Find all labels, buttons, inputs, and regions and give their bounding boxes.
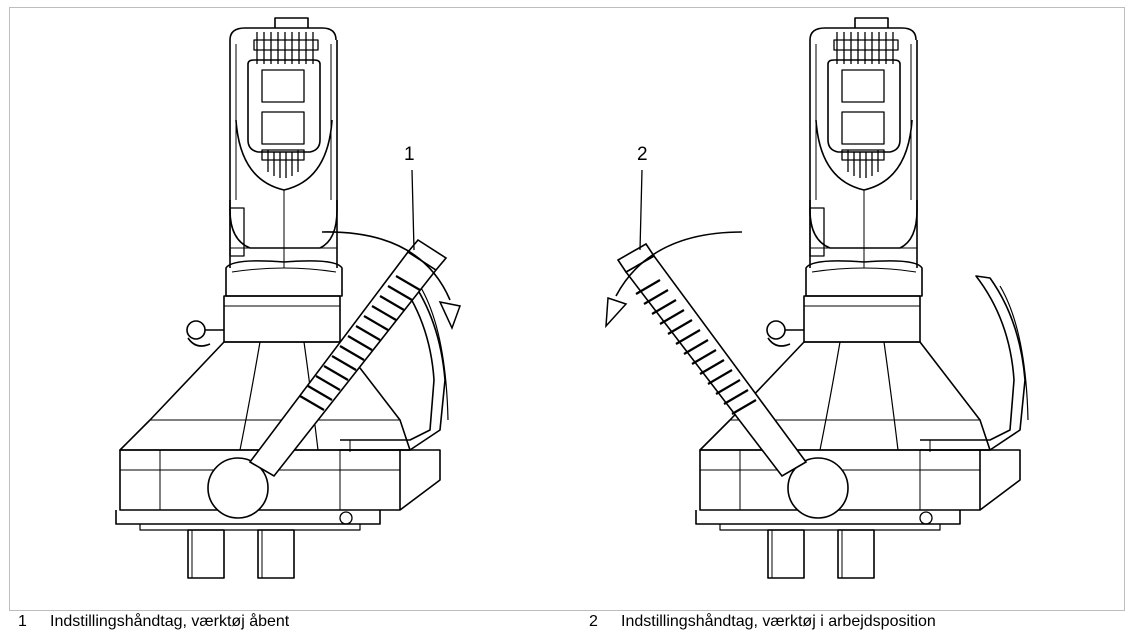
tool-view-working [605,17,1029,579]
tool-illustration [115,17,1029,579]
legend-number: 1 [18,613,27,630]
legend-text: Indstillingshåndtag, værktøj i arbejdspo… [621,613,936,630]
legend-item-1: 1 Indstillingshåndtag, værktøj åbent [18,612,289,632]
tool-view-open [115,17,462,579]
figure-frame [9,7,1125,611]
legend-text: Indstillingshåndtag, værktøj åbent [50,613,290,630]
callout-2: 2 [637,144,648,165]
legend-number: 2 [589,613,598,630]
legend-item-2: 2 Indstillingshåndtag, værktøj i arbejdsp… [589,612,936,632]
callout-1: 1 [404,144,415,165]
